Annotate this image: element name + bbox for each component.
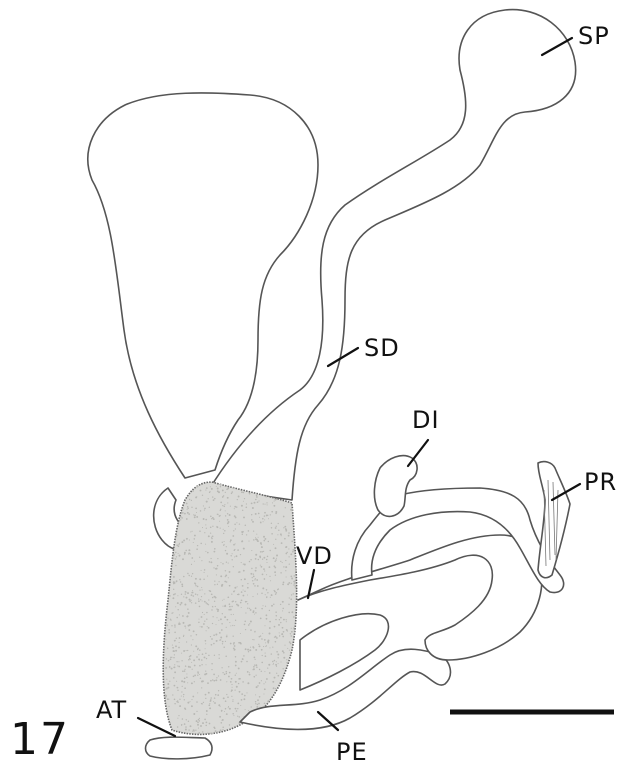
label-di: DI [412,406,440,434]
label-pe: PE [336,738,368,765]
figure-number: 17 [10,714,70,765]
leader-di [408,440,428,466]
label-vd: VD [296,542,333,570]
label-sd: SD [364,334,400,362]
label-pr: PR [584,468,617,496]
label-at: AT [96,696,127,724]
atrium-outlet [146,737,213,759]
label-sp: SP [578,22,610,50]
